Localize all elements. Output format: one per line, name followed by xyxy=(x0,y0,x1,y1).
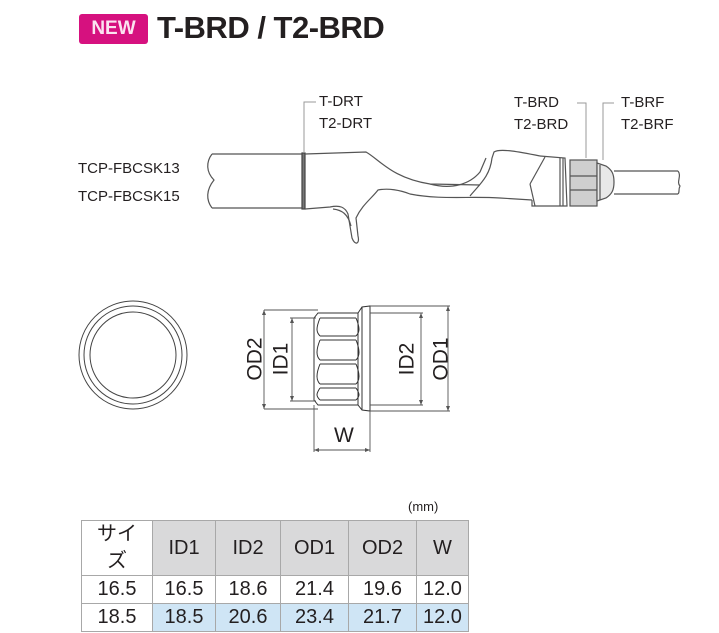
cell-id2: 18.6 xyxy=(215,575,281,604)
cell-od1: 23.4 xyxy=(280,603,349,632)
callout-brd-2: T2-BRD xyxy=(514,116,569,133)
dim-label-od1: OD1 xyxy=(429,337,453,381)
cell-w: 12.0 xyxy=(416,603,469,632)
table-row-highlighted: 18.5 18.5 20.6 23.4 21.7 12.0 xyxy=(81,603,469,632)
col-header-size: サイズ xyxy=(81,520,153,576)
callout-drt-1: T-DRT xyxy=(319,93,363,110)
cell-od2: 19.6 xyxy=(348,575,417,604)
col-header-id2: ID2 xyxy=(215,520,281,576)
unit-label: (mm) xyxy=(408,499,439,514)
callout-brf-1: T-BRF xyxy=(621,94,665,111)
callout-brd-1: T-BRD xyxy=(514,94,559,111)
callout-brf-2: T2-BRF xyxy=(621,116,674,133)
page-title: T-BRD / T2-BRD xyxy=(157,10,385,45)
table-row: 16.5 16.5 18.6 21.4 19.6 12.0 xyxy=(81,575,469,604)
col-header-w: W xyxy=(416,520,469,576)
blank-model-label-2: TCP-FBCSK15 xyxy=(78,188,180,205)
col-header-od2: OD2 xyxy=(348,520,417,576)
table-header-row: サイズ ID1 ID2 OD1 OD2 W xyxy=(81,520,469,576)
col-header-od1: OD1 xyxy=(280,520,349,576)
new-badge: NEW xyxy=(79,14,148,44)
cell-w: 12.0 xyxy=(416,575,469,604)
cell-size: 16.5 xyxy=(81,575,153,604)
dim-label-id2: ID2 xyxy=(395,342,419,376)
callout-drt-2: T2-DRT xyxy=(319,115,373,132)
cell-od1: 21.4 xyxy=(280,575,349,604)
dim-label-w: W xyxy=(334,424,354,447)
cell-id2: 20.6 xyxy=(215,603,281,632)
dim-label-od2: OD2 xyxy=(243,337,267,381)
col-header-id1: ID1 xyxy=(152,520,216,576)
blank-model-label-1: TCP-FBCSK13 xyxy=(78,160,180,177)
cell-id1: 16.5 xyxy=(152,575,216,604)
cell-od2: 21.7 xyxy=(348,603,417,632)
cell-size: 18.5 xyxy=(81,603,153,632)
dim-label-id1: ID1 xyxy=(269,342,293,376)
spec-table: サイズ ID1 ID2 OD1 OD2 W 16.5 16.5 18.6 21.… xyxy=(81,520,469,632)
cell-id1: 18.5 xyxy=(152,603,216,632)
